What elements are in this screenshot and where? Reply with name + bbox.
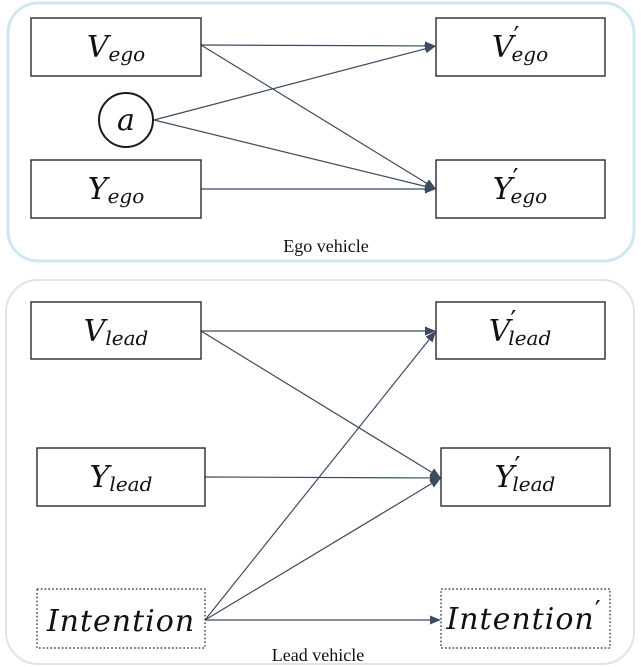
node-v-ego: Vego — [30, 17, 202, 77]
node-intention-next: Intention′ — [440, 588, 611, 649]
node-v-lead: Vlead — [30, 301, 202, 360]
node-y-ego-next-subscript: ego — [511, 184, 548, 208]
node-y-ego-next-prime: ′ — [513, 164, 519, 194]
svg-text:Y′lead: Y′lead — [495, 452, 556, 496]
node-v-ego-symbol: V — [87, 30, 112, 65]
node-v-lead-next-symbol: V — [489, 314, 514, 349]
svg-text:Vlead: Vlead — [84, 314, 149, 350]
arrowhead-y-ego-next-4 — [425, 184, 436, 194]
ego-vehicle-caption: Ego vehicle — [283, 236, 368, 256]
edge-a-to-y-ego-next — [153, 119, 426, 187]
node-v-lead-next-subscript: lead — [508, 326, 551, 350]
node-a-symbol: a — [117, 103, 135, 138]
edge-v-ego-to-y-ego-next — [200, 44, 427, 184]
node-y-lead-next: Y′lead — [440, 447, 611, 507]
node-y-ego: Yego — [30, 159, 202, 219]
node-y-lead-symbol: Y — [90, 460, 113, 495]
node-y-lead-next-prime: ′ — [514, 452, 520, 482]
node-v-ego-next-subscript: ego — [511, 42, 548, 66]
svg-text:Ylead: Ylead — [90, 460, 153, 496]
node-intention: Intention — [36, 588, 206, 649]
lead-vehicle-caption: Lead vehicle — [272, 645, 364, 665]
node-intention-label: Intention — [46, 604, 195, 639]
node-y-ego-next-symbol: Y — [493, 172, 516, 207]
node-a: a — [98, 92, 154, 148]
node-y-lead-subscript: lead — [109, 472, 152, 496]
svg-text:Intention′: Intention′ — [445, 596, 601, 637]
node-v-lead-subscript: lead — [105, 326, 148, 350]
node-intention-next-label: Intention — [445, 602, 594, 637]
node-y-ego-subscript: ego — [108, 184, 145, 208]
node-y-lead-next-symbol: Y — [495, 460, 518, 495]
svg-text:Y′ego: Y′ego — [493, 164, 547, 208]
node-y-ego-next: Y′ego — [435, 159, 606, 219]
lead-vehicle-panel — [5, 279, 635, 665]
node-y-ego-symbol: Y — [88, 172, 111, 207]
node-v-lead-next: V′lead — [435, 301, 606, 360]
node-v-ego-next-prime: ′ — [514, 22, 520, 52]
arrowhead-y-lead-next-9 — [429, 478, 441, 488]
svg-text:V′ego: V′ego — [492, 22, 548, 66]
edge-v-lead-to-y-lead-next — [200, 330, 432, 473]
node-intention-next-prime: ′ — [595, 596, 602, 626]
arrowhead-intention-next-10 — [430, 615, 441, 625]
node-y-lead: Ylead — [36, 447, 206, 507]
node-y-lead-next-subscript: lead — [512, 472, 555, 496]
node-v-lead-symbol: V — [84, 314, 109, 349]
svg-text:Vego: Vego — [87, 30, 145, 66]
node-v-ego-next: V′ego — [435, 17, 606, 77]
arrowhead-v-lead-next-8 — [425, 331, 436, 343]
svg-text:Yego: Yego — [88, 172, 145, 208]
edge-y-lead-to-y-lead-next — [204, 476, 431, 479]
edge-v-ego-to-v-ego-next — [200, 44, 426, 47]
edges-layer — [153, 41, 441, 625]
edge-intention-to-y-lead-next — [204, 483, 432, 621]
node-v-ego-next-symbol: V — [492, 30, 517, 65]
node-v-lead-next-prime: ′ — [510, 306, 516, 336]
arrowhead-v-ego-next-2 — [424, 44, 436, 54]
node-v-ego-subscript: ego — [108, 42, 145, 66]
edge-intention-to-v-lead-next — [204, 339, 430, 621]
arrowhead-v-lead-next-5 — [425, 326, 436, 336]
edge-a-to-v-ego-next — [153, 48, 426, 121]
svg-text:V′lead: V′lead — [489, 306, 552, 350]
